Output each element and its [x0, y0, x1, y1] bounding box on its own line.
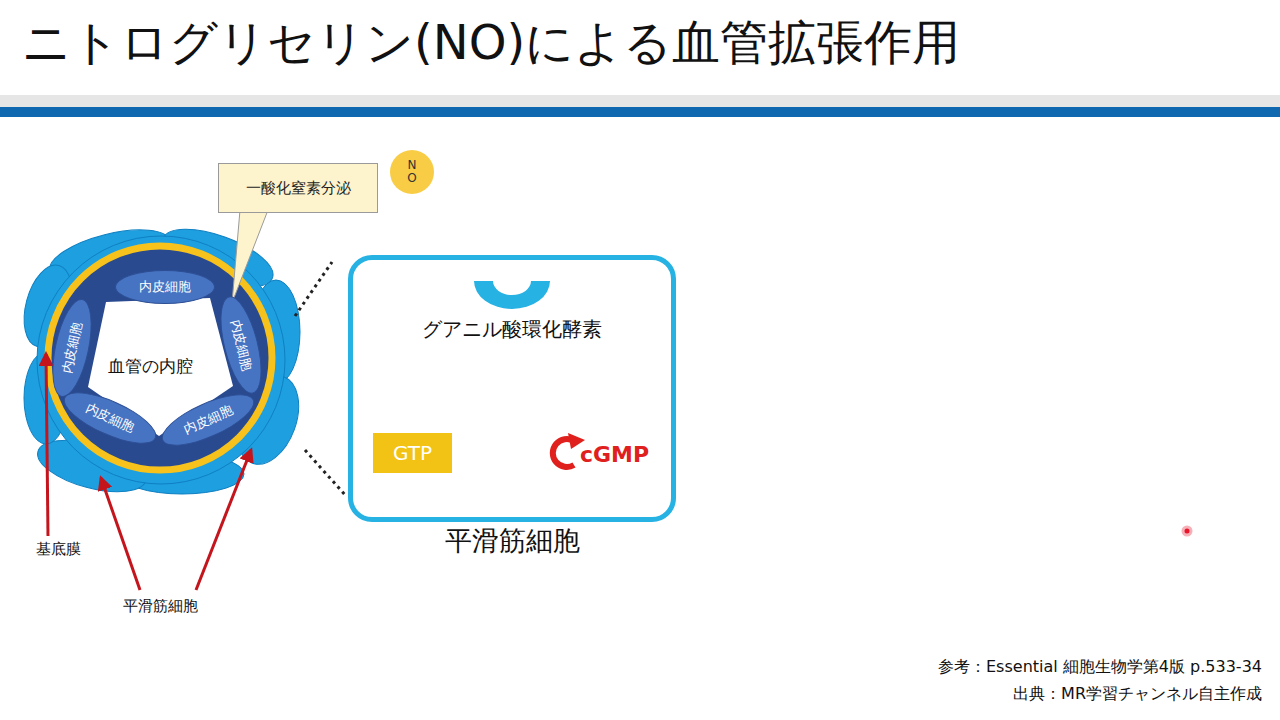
callout-tail	[232, 210, 268, 303]
zoom-leader	[295, 262, 332, 316]
node-text: 内皮細胞	[58, 321, 86, 376]
callout-box: 一酸化窒素分泌	[218, 163, 378, 213]
pointer-arrow	[101, 478, 140, 590]
node-text: N O	[406, 159, 418, 185]
reference-note: 参考：Essential 細胞生物学第4版 p.533-34	[938, 657, 1262, 676]
node-text: 内皮細胞	[226, 318, 256, 373]
lumen-label: 血管の内腔	[108, 356, 193, 376]
pointer-arrow	[46, 354, 48, 536]
zoom-heading: 平滑筋細胞	[445, 523, 580, 559]
no-molecule: N O	[390, 150, 434, 194]
zoom-leader	[305, 450, 346, 496]
node-text: cGMP	[580, 442, 649, 467]
muscle-ring	[37, 236, 285, 484]
header-band	[0, 95, 1280, 107]
zoom-box: 平滑筋細胞GTPcGMP	[348, 255, 676, 522]
pointer-dot	[1183, 527, 1191, 535]
slide-title: ニトログリセリン(NO)による血管拡張作用	[22, 14, 960, 72]
smooth-muscle-layer	[16, 217, 310, 501]
node-text: GTP	[393, 441, 432, 465]
pointer-arrow	[196, 450, 251, 590]
gtp-box: GTP	[373, 433, 452, 473]
enzyme-label: グアニル酸環化酵素	[422, 317, 602, 341]
part-label: 基底膜	[36, 540, 81, 558]
cgmp-label: cGMP	[580, 436, 668, 472]
source-note: 出典：MR学習チャンネル自主作成	[1013, 684, 1262, 703]
node-text: 内皮細胞	[139, 278, 191, 296]
part-label: 平滑筋細胞	[123, 597, 198, 615]
enzyme-symbol	[474, 281, 550, 309]
node-text: 一酸化窒素分泌	[246, 179, 351, 198]
header-bar	[0, 107, 1280, 117]
endothelial-cell: 内皮細胞	[115, 270, 215, 304]
